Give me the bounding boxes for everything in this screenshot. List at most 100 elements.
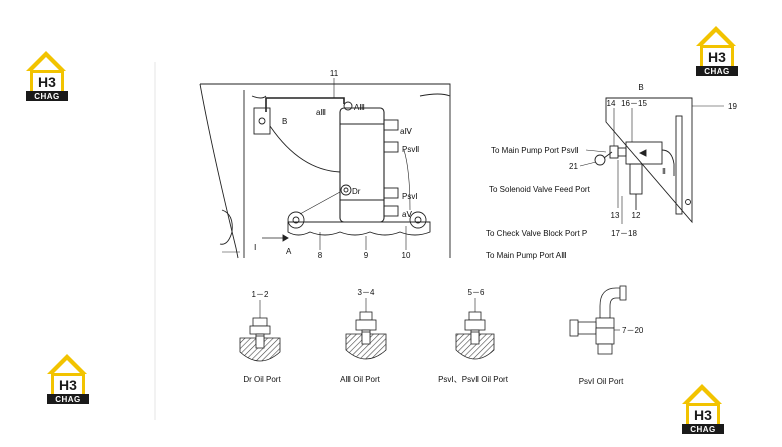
fitting-caption-dr: Dr Oil Port (243, 375, 281, 384)
chassis-detail (251, 95, 267, 99)
part-number-16-15: 16－15 (621, 99, 647, 108)
fitting-number-3-4: 3－4 (358, 288, 375, 297)
bracket-19 (605, 97, 693, 224)
mount-right-bolt (414, 216, 422, 224)
tee-center (595, 327, 615, 345)
brand-logo-top-right: H3 CHAG (696, 26, 738, 76)
leader-psv2 (585, 149, 607, 153)
fitting (617, 147, 627, 157)
port-label-psv2: PsvⅡ (402, 145, 419, 154)
logo-mark: H3 (38, 74, 56, 90)
left-view-labels: 11 aⅢ AⅢ B aⅣ PsvⅡ Dr PsvⅠ aⅤ Ⅰ A 8 9 10 (254, 69, 419, 260)
fitting-nut (252, 317, 268, 327)
port-block-psv1 (383, 187, 399, 199)
fitting-labels: 1－2 Dr Oil Port 3－4 AⅢ Oil Port 5－6 PsvⅠ… (243, 288, 644, 386)
port-dr-inner (343, 187, 349, 193)
fitting-hex (355, 319, 377, 331)
elbow-tube (599, 287, 621, 319)
port-label-dr: Dr (352, 187, 361, 196)
brand-logo-bottom-left: H3 CHAG (47, 354, 89, 404)
tee-body (577, 321, 597, 335)
port-dr (340, 184, 352, 196)
rail (675, 115, 683, 215)
bracket-bolt (685, 199, 691, 205)
part-number-10: 10 (402, 251, 411, 260)
port-bore (470, 331, 480, 345)
fitting-hex (595, 317, 615, 329)
chassis-curve (199, 83, 239, 259)
port-a3 (343, 101, 353, 111)
fitting-number-7-20: 7－20 (622, 326, 644, 335)
part-number-9: 9 (364, 251, 369, 260)
logo-name: CHAG (704, 67, 730, 76)
mount-left (287, 211, 305, 229)
valve-stem (629, 163, 643, 195)
logo-mark: H3 (694, 407, 712, 423)
tee-nut (569, 319, 579, 337)
chassis-arc (219, 209, 233, 245)
mount-left-bolt (292, 216, 300, 224)
part-number-21: 21 (569, 162, 578, 171)
elbow-nut (619, 285, 627, 301)
fitting-hex (249, 325, 271, 335)
bracket (253, 107, 271, 135)
fitting-caption-psv: PsvⅠ、PsvⅡ Oil Port (438, 375, 509, 384)
port-bore (255, 335, 265, 349)
fitting-detail-psv (455, 298, 495, 360)
annotation-solenoid-feed: To Solenoid Valve Feed Port (489, 185, 591, 194)
fitting-21 (594, 154, 606, 166)
port-bore (361, 331, 371, 345)
fitting-nut (468, 311, 482, 321)
part-number-8: 8 (318, 251, 323, 260)
port-block-psv2 (383, 141, 399, 153)
pipe-11 (265, 97, 345, 112)
port-label-a4: aⅣ (400, 127, 412, 136)
arrow-head (282, 234, 289, 242)
logo-name: CHAG (34, 92, 60, 101)
roman-label-2: Ⅱ (662, 167, 666, 176)
fitting-hex (464, 319, 486, 331)
valve-body (339, 107, 385, 223)
part-number-17-18: 17－18 (611, 229, 637, 238)
hose (269, 125, 341, 173)
leader-dr (299, 191, 341, 215)
chassis-detail (419, 93, 451, 97)
view-label-b: B (282, 117, 287, 126)
chassis-outline (200, 83, 451, 258)
part-number-11: 11 (330, 69, 339, 78)
port-section (345, 333, 387, 360)
fitting-number-1-2: 1－2 (252, 290, 269, 299)
right-view-labels: B 14 16－15 19 Ⅱ 21 13 12 17－18 To Main P… (486, 83, 737, 260)
port-label-a3: AⅢ (354, 103, 365, 112)
mount-right (409, 211, 427, 229)
fitting-link (603, 151, 613, 159)
annotation-main-pump-a3: To Main Pump Port AⅢ (486, 251, 567, 260)
port-label-psv1: PsvⅠ (402, 192, 418, 201)
fitting-caption-psv1: PsvⅠ Oil Port (579, 377, 624, 386)
port-section (239, 337, 281, 362)
left-assembly-view (199, 78, 451, 259)
port-label-av: aⅤ (402, 210, 412, 219)
port-block-a4 (383, 119, 399, 131)
logo-mark: H3 (708, 49, 726, 65)
right-view-b (579, 97, 724, 224)
view-label-a: A (286, 247, 292, 256)
fitting-nut-bottom (597, 343, 613, 355)
logo-name: CHAG (55, 395, 81, 404)
fitting-nut (359, 311, 373, 321)
part-number-14: 14 (607, 99, 616, 108)
fitting (609, 145, 619, 159)
part-number-19: 19 (728, 102, 737, 111)
leader-21 (579, 161, 597, 167)
roman-label-1: Ⅰ (254, 243, 256, 252)
part-number-12: 12 (632, 211, 641, 220)
base-plate (287, 221, 431, 236)
brand-logo-top-left: H3 CHAG (26, 51, 68, 101)
port-block-av (383, 205, 399, 217)
part-number-13: 13 (611, 211, 620, 220)
flow-arrow (638, 149, 647, 157)
fitting-detail-a3 (345, 298, 387, 360)
annotation-main-pump-psv2: To Main Pump Port PsvⅡ (491, 146, 579, 155)
bracket-bolt (258, 117, 266, 125)
